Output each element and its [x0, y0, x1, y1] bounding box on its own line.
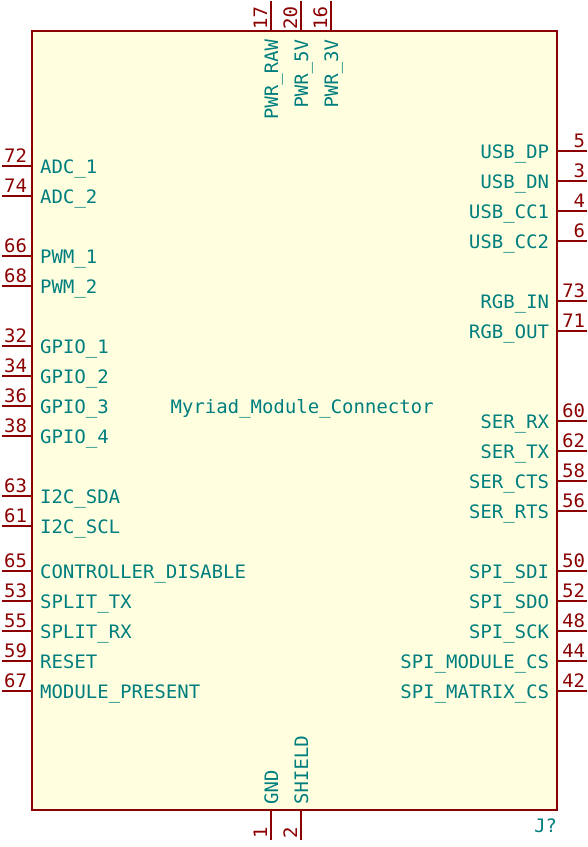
pin-number: 60 — [562, 400, 585, 422]
pin-number: 61 — [4, 505, 27, 527]
pin-name: I2C_SDA — [40, 486, 121, 508]
pin-name: GPIO_2 — [40, 366, 109, 388]
pin-name: GPIO_4 — [40, 426, 109, 448]
pin-number: 34 — [4, 355, 27, 377]
pin-number: 71 — [562, 310, 585, 332]
pin-name: SPI_SCK — [469, 621, 550, 643]
pin-number: 59 — [4, 640, 27, 662]
pin-number: 6 — [574, 220, 585, 242]
pin-name: CONTROLLER_DISABLE — [40, 561, 246, 583]
pin-number: 58 — [562, 460, 585, 482]
pin-name: RGB_IN — [480, 291, 549, 313]
pin-number: 74 — [4, 175, 27, 197]
pin-number: 67 — [4, 670, 27, 692]
pin-number: 44 — [562, 640, 585, 662]
pin-name: I2C_SCL — [40, 516, 120, 538]
pin-name: ADC_2 — [40, 186, 97, 208]
pin-number: 65 — [4, 550, 27, 572]
pin-name: ADC_1 — [40, 156, 97, 178]
pin-number: 20 — [280, 6, 302, 29]
pin-number: 63 — [4, 475, 27, 497]
pin-number: 62 — [562, 430, 585, 452]
pin-name: PWM_1 — [40, 246, 97, 268]
pin-name: PWR_3V — [321, 39, 343, 108]
pin-name: USB_CC1 — [469, 201, 549, 223]
pin-number: 1 — [250, 827, 272, 838]
pin-name: SPI_MODULE_CS — [400, 651, 549, 673]
pin-name: GND — [261, 770, 283, 804]
pin-number: 53 — [4, 580, 27, 602]
pin-name: SPI_SDI — [469, 561, 549, 583]
pin-number: 2 — [280, 827, 302, 838]
pin-number: 32 — [4, 325, 27, 347]
pin-name: MODULE_PRESENT — [40, 681, 200, 703]
pin-number: 3 — [574, 160, 585, 182]
pin-number: 52 — [562, 580, 585, 602]
pin-name: PWR_5V — [291, 39, 313, 108]
component-value: Myriad_Module_Connector — [170, 396, 433, 418]
pin-number: 73 — [562, 280, 585, 302]
pin-number: 56 — [562, 490, 585, 512]
pin-name: RESET — [40, 651, 97, 673]
pin-name: SPLIT_TX — [40, 591, 132, 613]
pin-number: 68 — [4, 265, 27, 287]
pin-name: SPI_SDO — [469, 591, 549, 613]
pin-name: PWM_2 — [40, 276, 97, 298]
pin-name: GPIO_1 — [40, 336, 109, 358]
pin-number: 17 — [250, 6, 272, 29]
pin-number: 55 — [4, 610, 27, 632]
pin-number: 48 — [562, 610, 585, 632]
pin-number: 36 — [4, 385, 27, 407]
pin-number: 5 — [574, 130, 585, 152]
pin-number: 42 — [562, 670, 585, 692]
pin-number: 16 — [310, 6, 332, 29]
pin-name: USB_DP — [480, 141, 549, 163]
pin-name: SER_TX — [480, 441, 549, 463]
pin-name: RGB_OUT — [469, 321, 549, 343]
pin-number: 4 — [574, 190, 585, 212]
pin-name: USB_DN — [480, 171, 549, 193]
component-reference: J? — [534, 815, 557, 837]
pin-number: 72 — [4, 145, 27, 167]
pin-number: 66 — [4, 235, 27, 257]
pin-name: GPIO_3 — [40, 396, 109, 418]
pin-name: SER_CTS — [469, 471, 549, 493]
component-body — [31, 30, 558, 811]
pin-name: SHIELD — [291, 735, 313, 804]
pin-name: USB_CC2 — [469, 231, 549, 253]
pin-name: SPI_MATRIX_CS — [400, 681, 549, 703]
pin-name: SPLIT_RX — [40, 621, 132, 643]
pin-name: SER_RTS — [469, 501, 549, 523]
pin-number: 50 — [562, 550, 585, 572]
pin-number: 38 — [4, 415, 27, 437]
pin-name: PWR_RAW — [261, 38, 283, 119]
pin-name: SER_RX — [480, 411, 549, 433]
